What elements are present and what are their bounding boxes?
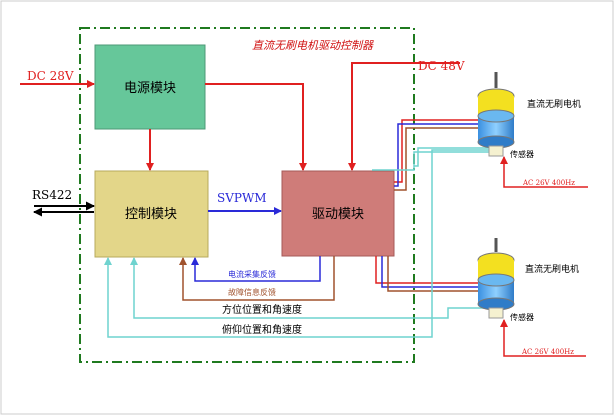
controller-frame <box>79 27 415 363</box>
motor-1 <box>477 72 515 157</box>
motor1-mid <box>477 109 515 123</box>
pitch-label: 俯仰位置和角速度 <box>222 323 302 336</box>
motor1-supply-arrow <box>500 156 588 188</box>
svpwm-label: SVPWM <box>217 191 267 205</box>
motor1-sensor <box>488 145 504 157</box>
drive-module-label: 驱动模块 <box>312 207 364 222</box>
motor1-sensor-label: 传感器 <box>510 149 534 159</box>
motor-2 <box>477 238 515 319</box>
control-module-label: 控制模块 <box>125 207 177 222</box>
current-feedback-arrow <box>191 256 321 282</box>
motor2-sensor-label: 传感器 <box>510 312 534 322</box>
fault-feedback-arrow <box>179 256 335 301</box>
rs422-label: RS422 <box>32 188 72 202</box>
power-to-drive-arrow <box>205 83 307 171</box>
fault-feedback-label: 故障信息反馈 <box>228 287 276 297</box>
pitch-feedback-arrow <box>104 149 490 338</box>
control-module-block <box>94 170 209 258</box>
controller-title: 直流无刷电机驱动控制器 <box>252 39 374 52</box>
motor1-sensor-line <box>414 147 490 167</box>
current-feedback-label: 电流采集反馈 <box>228 269 276 279</box>
motor1-label: 直流无刷电机 <box>527 98 581 110</box>
motor2-mid <box>477 273 515 287</box>
motor1-sensor-line-b <box>372 151 494 171</box>
motor2-supply-arrow <box>500 319 586 357</box>
motor2-power-bundle <box>375 256 478 292</box>
motor2-label: 直流无刷电机 <box>525 263 579 275</box>
dc28v-label: DC 28V <box>27 69 74 83</box>
motor1-supply-label: AC 26V 400Hz <box>522 179 575 187</box>
motor1-power-bundle <box>394 119 478 191</box>
power-module-block <box>94 44 206 130</box>
power-module-label: 电源模块 <box>124 81 176 96</box>
azimuth-label: 方位位置和角速度 <box>222 303 302 316</box>
motor2-supply-label: AC 26V 400Hz <box>521 348 574 356</box>
dc48v-label: DC 48V <box>418 59 465 73</box>
drive-module-block <box>281 170 395 257</box>
motor2-sensor <box>488 307 504 319</box>
azimuth-feedback-arrow <box>130 257 490 319</box>
dc48v-arrow <box>348 62 460 171</box>
